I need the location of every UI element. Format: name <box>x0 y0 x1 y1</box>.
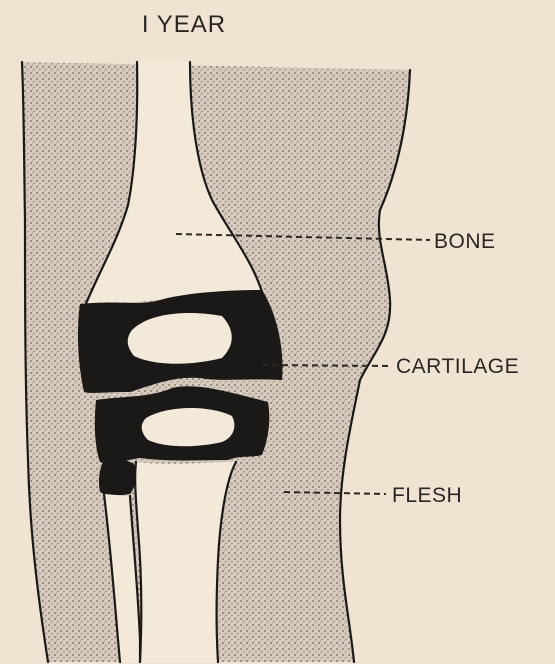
cartilage-label: CARTILAGE <box>396 355 519 378</box>
bone-label: BONE <box>434 230 496 253</box>
flesh-label: FLESH <box>392 484 462 507</box>
diagram-title: I YEAR <box>142 11 226 38</box>
tibia-ossification-center <box>142 408 235 446</box>
fibula-cartilage <box>99 459 136 496</box>
